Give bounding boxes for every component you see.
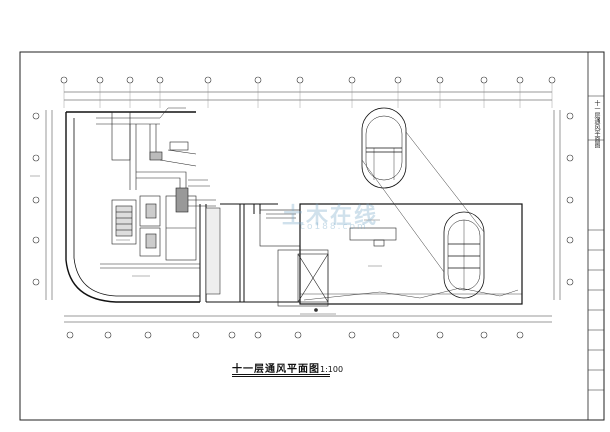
drawing-title: 十一层通风平面图1:100 [232,360,343,375]
leader-lines [159,107,210,187]
title-underline-secondary [232,376,330,377]
duct-runs [96,117,216,213]
drawing-title-text: 十一层通风平面图 [232,364,320,375]
annotation-marks [30,175,382,277]
top-axis-bubbles [60,76,556,84]
top-dimension-chain [64,91,552,101]
title-block-label: 十一层通风平面图 [593,100,600,148]
building-outline [65,111,200,303]
sheet-border [19,51,605,421]
middle-rooms [199,203,300,303]
title-underline [232,374,330,375]
equipment-room [259,209,397,315]
left-dimension-chain [45,110,53,300]
detail-callout-bottom [443,211,485,299]
watermark-brand: 土木在线 [282,204,379,229]
right-axis-bubbles [566,112,574,286]
core-area [100,111,200,269]
bottom-axis-bubbles [66,331,524,339]
right-dimension-chain [553,110,561,300]
bottom-dimension-chain [64,315,552,323]
callout-leader [361,131,485,273]
detail-callout-top [361,107,407,189]
drawing-scale: 1:100 [320,365,344,374]
left-axis-bubbles [32,112,40,286]
watermark-site: co188.com [300,222,368,232]
